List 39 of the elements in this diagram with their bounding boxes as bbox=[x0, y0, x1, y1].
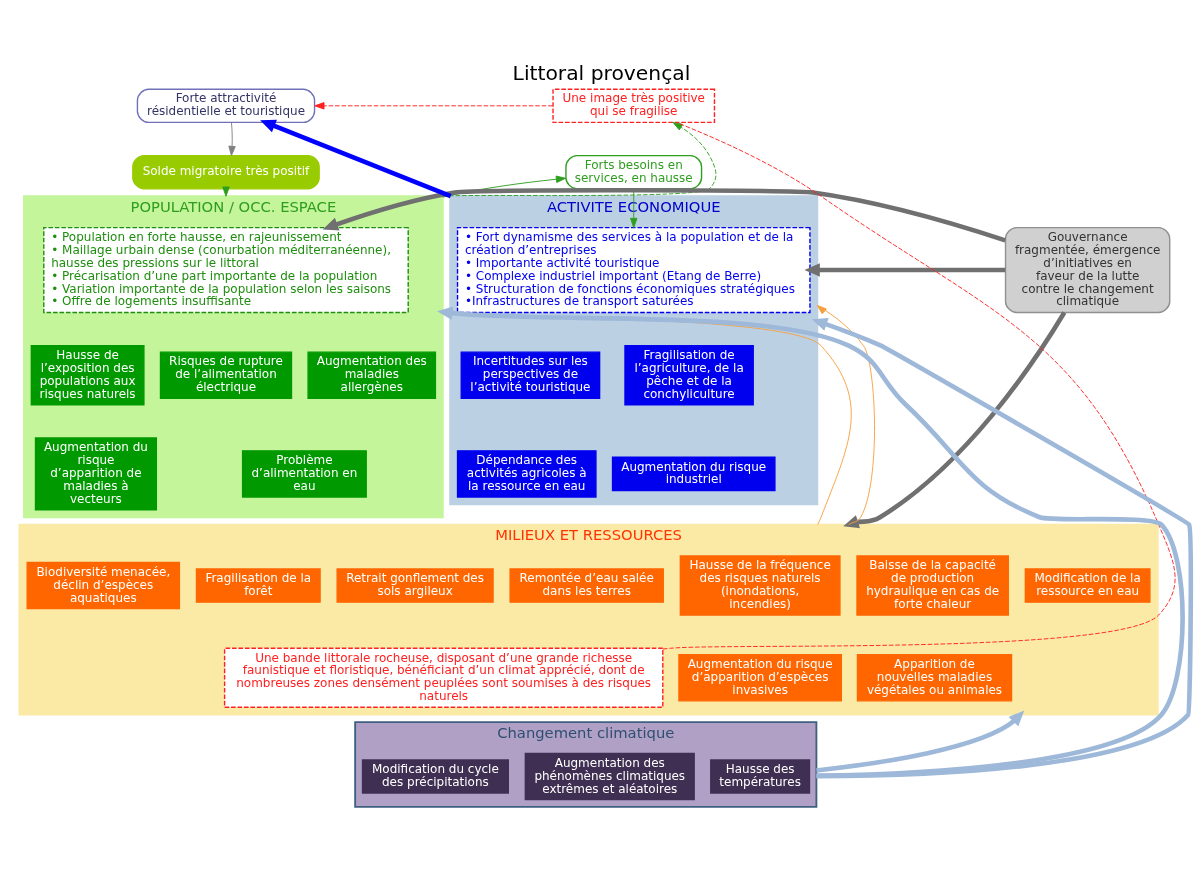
node-box: • Population en forte hausse, en rajeunissement • Maillage urbain dense (conurbation méditerranéenne), hausse des pressions sur le littoral • Précarisation d’une part importante de la population • Variation importante de la population selon les saisons • Offre de logements insuffisante bbox=[43, 226, 409, 314]
arrow bbox=[228, 122, 236, 156]
node-box: Problème d’alimentation en eau bbox=[241, 450, 367, 498]
arrow bbox=[816, 304, 875, 526]
node-box: Hausse des températures bbox=[710, 759, 811, 794]
node-box: Hausse de l’exposition des populations aux risques naturels bbox=[30, 345, 145, 406]
node-box: Une bande littorale rocheuse, disposant d’une grande richesse faunistique et floristique, bénéficiant d’un climat apprécié, dont de nombreuses zones densément peuplées sont soumises à des risques naturels bbox=[223, 647, 664, 708]
node-box: Augmentation du risque d’apparition d’espèces invasives bbox=[678, 654, 842, 702]
node-box: Baisse de la capacité de production hydraulique en cas de forte chaleur bbox=[856, 555, 1009, 616]
node-box: Forte attractivité résidentielle et touristique bbox=[136, 88, 316, 124]
node-box: Retrait gonflement des sols argileux bbox=[336, 568, 494, 603]
node-box: Forts besoins en services, en hausse bbox=[565, 154, 703, 190]
node-box: Augmentation des maladies allergènes bbox=[307, 351, 437, 399]
connector bbox=[662, 122, 1176, 650]
arrow bbox=[843, 311, 1067, 529]
node-box: Gouvernance fragmentée, émergence d’initiatives en faveur de la lutte contre le changement climatique bbox=[1004, 226, 1171, 314]
node-box: Remontée d’eau salée dans les terres bbox=[509, 568, 664, 603]
node-box: Augmentation du risque industriel bbox=[611, 456, 776, 492]
node-box: Augmentation du risque d’apparition de maladies à vecteurs bbox=[34, 437, 158, 511]
arrow bbox=[314, 102, 554, 110]
diagram-title: Littoral provençal bbox=[512, 60, 691, 85]
node-box: Modification du cycle des précipitations bbox=[361, 759, 509, 794]
node-box: Biodiversité menacée, déclin d’espèces aquatiques bbox=[26, 561, 181, 610]
node-box: Apparition de nouvelles maladies végétales ou animales bbox=[856, 654, 1013, 702]
arrow bbox=[260, 119, 452, 199]
node-box: Hausse de la fréquence des risques naturels (inondations, incendies) bbox=[679, 555, 841, 616]
node-box: Fragilisation de la forêt bbox=[195, 568, 321, 603]
node-box: Une image très positive qui se fragilise bbox=[552, 88, 716, 124]
node-box: Dépendance des activités agricoles à la ressource en eau bbox=[456, 450, 597, 498]
node-box: Incertitudes sur les perspectives de l’activité touristique bbox=[460, 351, 601, 399]
node-box: Fragilisation de l’agriculture, de la pêche et de la conchyliculture bbox=[624, 345, 754, 406]
node-box: Augmentation des phénomènes climatiques extrêmes et aléatoires bbox=[524, 752, 695, 801]
node-box: • Fort dynamisme des services à la population et de la création d’entreprises • Importante activité touristique • Complexe industriel important (Etang de Berre) • Structuration de fonctions économiques stratégiques •Infrastructures de transport saturées bbox=[456, 226, 811, 314]
arrow bbox=[322, 188, 1006, 243]
node-box: Modification de la ressource en eau bbox=[1024, 568, 1151, 603]
node-box: Risques de rupture de l’alimentation électrique bbox=[159, 351, 293, 399]
arrow bbox=[816, 710, 1025, 773]
arrow bbox=[811, 318, 1194, 779]
arrow bbox=[804, 263, 1006, 277]
